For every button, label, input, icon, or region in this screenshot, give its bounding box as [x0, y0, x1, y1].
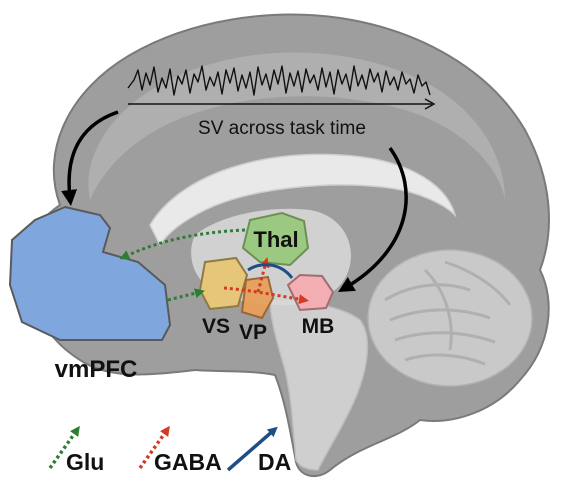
vs-label: VS: [202, 315, 230, 338]
legend-glu-label: Glu: [66, 449, 104, 475]
legend-gaba-arrow: [138, 425, 170, 470]
glu-thal-to-vmpfc: [119, 228, 246, 260]
cortex-highlight: [88, 52, 505, 200]
gaba-vs-to-mb: [223, 286, 309, 305]
sv-signal-trace: [127, 65, 431, 96]
vp-label: VP: [239, 321, 267, 344]
legend-da-arrow: [226, 426, 278, 472]
corpus-callosum: [149, 153, 457, 247]
vmpfc-label: vmPFC: [55, 356, 138, 383]
legend-da-label: DA: [258, 449, 291, 475]
time-axis-label: SV across task time: [198, 118, 366, 139]
thal-label: Thal: [253, 227, 298, 252]
da-mb-to-vs: [247, 263, 294, 279]
vs-region: [198, 256, 249, 311]
cerebellum-folia: [384, 260, 512, 366]
arrow-signal-to-mb: [338, 146, 408, 293]
time-axis-arrowhead: [424, 98, 436, 110]
mb-label: MB: [302, 315, 335, 338]
vp-region: [240, 275, 275, 320]
brainstem: [269, 299, 369, 471]
legend-glu-arrow: [48, 425, 80, 470]
thal-region: [241, 211, 310, 267]
vmpfc-region: [8, 205, 172, 341]
legend-gaba-label: GABA: [154, 449, 222, 475]
arrow-signal-to-vmpfc: [61, 110, 119, 206]
gaba-vp-to-thal: [256, 257, 270, 293]
legend: Glu GABA DA: [48, 425, 291, 475]
